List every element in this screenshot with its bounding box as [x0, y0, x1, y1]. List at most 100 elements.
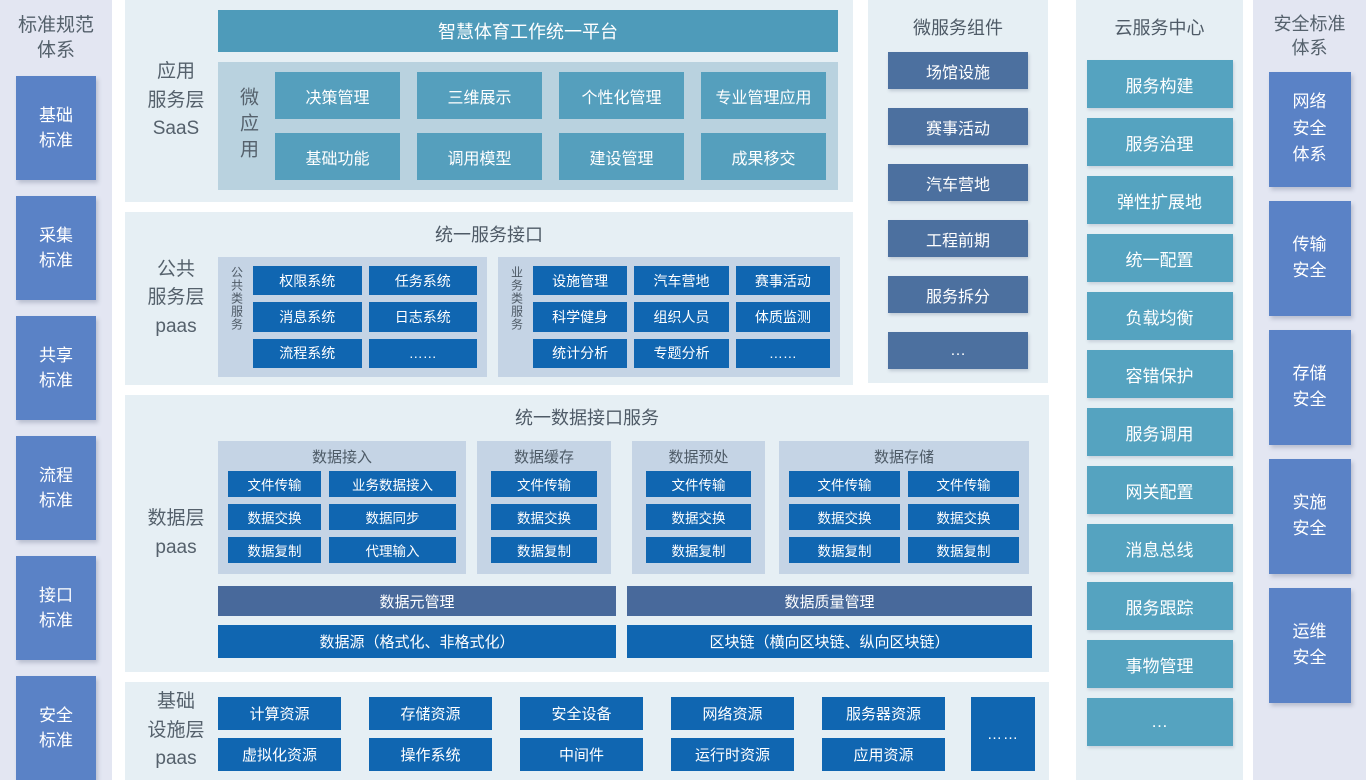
micro-app-item: 基础功能 [275, 133, 400, 180]
common-service-item: 消息系统 [253, 302, 362, 332]
data-access-item: 代理输入 [329, 537, 456, 563]
cloud-service-item: 服务构建 [1086, 60, 1233, 108]
data-access-item: 数据复制 [228, 537, 321, 563]
infrastructure-item: 网络资源 [671, 697, 794, 730]
data-source-bar: 数据源（格式化、非格式化） [218, 625, 616, 658]
cloud-service-item: … [1086, 698, 1233, 746]
security-standard-item: 存储 安全 [1268, 329, 1351, 445]
infrastructure-item: 存储资源 [369, 697, 492, 730]
infrastructure-item: 操作系统 [369, 738, 492, 771]
data-cache-grid: 文件传输数据交换数据复制 [487, 471, 601, 563]
data-cache-item: 数据复制 [491, 537, 597, 563]
business-service-item: 专题分析 [634, 338, 729, 368]
infrastructure-more-box: …… [971, 697, 1035, 771]
public-service-layer-section: 公共 服务层 paas 统一服务接口 公共类服务 权限系统任务系统消息系统日志系… [125, 212, 853, 385]
micro-app-grid: 决策管理三维展示个性化管理专业管理应用基础功能调用模型建设管理成果移交 [275, 72, 826, 180]
standard-item: 采集 标准 [16, 196, 96, 301]
data-storage-item: 数据交换 [908, 504, 1019, 530]
blockchain-bar: 区块链（横向区块链、纵向区块链） [627, 625, 1032, 658]
platform-title-bar: 智慧体育工作统一平台 [218, 10, 838, 52]
cloud-service-item: 服务跟踪 [1086, 582, 1233, 630]
microservice-item: 工程前期 [888, 220, 1028, 257]
security-standards-panel: 安全标准 体系 网络 安全 体系传输 安全存储 安全实施 安全运维 安全 [1253, 0, 1366, 780]
standard-item: 流程 标准 [16, 436, 96, 541]
data-storage-item: 文件传输 [789, 471, 900, 497]
microservice-item: 场馆设施 [888, 52, 1028, 89]
data-access-item: 文件传输 [228, 471, 321, 497]
business-service-item: 汽车营地 [634, 266, 729, 296]
cloud-service-item: 服务调用 [1086, 408, 1233, 456]
micro-app-item: 个性化管理 [559, 72, 684, 119]
data-preprocess-item: 数据复制 [646, 537, 751, 563]
public-services-row: 公共类服务 权限系统任务系统消息系统日志系统流程系统…… 业务类服务 设施管理汽… [218, 257, 840, 377]
standards-panel-title: 标准规范 体系 [17, 15, 94, 62]
data-groups-row: 数据接入 文件传输业务数据接入数据交换数据同步数据复制代理输入 数据缓存 文件传… [218, 441, 1049, 574]
data-layer-label: 数据层 paas [147, 508, 205, 558]
metadata-management-bar: 数据元管理 [218, 586, 616, 616]
standard-item: 接口 标准 [16, 556, 96, 661]
infrastructure-grid: 计算资源存储资源安全设备网络资源服务器资源虚拟化资源操作系统中间件运行时资源应用… [218, 697, 945, 771]
data-cache-item: 文件传输 [491, 471, 597, 497]
infrastructure-content: 计算资源存储资源安全设备网络资源服务器资源虚拟化资源操作系统中间件运行时资源应用… [218, 697, 1035, 771]
microservice-item: … [888, 332, 1028, 369]
cloud-center-list: 服务构建服务治理弹性扩展地统一配置负载均衡容错保护服务调用网关配置消息总线服务跟… [1076, 60, 1243, 746]
cloud-service-item: 服务治理 [1086, 118, 1233, 166]
business-service-item: 组织人员 [634, 302, 729, 332]
common-service-item: 任务系统 [368, 266, 477, 296]
data-storage-item: 数据复制 [908, 537, 1019, 563]
micro-app-item: 建设管理 [559, 133, 684, 180]
unified-data-interface-title: 统一数据接口服务 [515, 408, 659, 428]
microservices-title: 微服务组件 [913, 18, 1003, 38]
cloud-center-panel: 云服务中心 服务构建服务治理弹性扩展地统一配置负载均衡容错保护服务调用网关配置消… [1076, 0, 1243, 780]
micro-app-container: 微应用 决策管理三维展示个性化管理专业管理应用基础功能调用模型建设管理成果移交 [218, 62, 838, 190]
cloud-service-item: 统一配置 [1086, 234, 1233, 282]
common-service-item: 权限系统 [253, 266, 362, 296]
cloud-service-item: 消息总线 [1086, 524, 1233, 572]
micro-app-item: 专业管理应用 [701, 72, 826, 119]
saas-layer-section: 应用 服务层 SaaS 智慧体育工作统一平台 微应用 决策管理三维展示个性化管理… [125, 0, 853, 202]
common-service-item: 日志系统 [368, 302, 477, 332]
micro-app-item: 三维展示 [417, 72, 542, 119]
common-services-grid: 权限系统任务系统消息系统日志系统流程系统…… [253, 266, 477, 368]
microservices-list: 场馆设施赛事活动汽车营地工程前期服务拆分… [868, 52, 1048, 369]
business-service-item: 科学健身 [533, 302, 628, 332]
data-access-group-title: 数据接入 [311, 449, 372, 466]
security-standard-item: 运维 安全 [1268, 587, 1351, 703]
standard-item: 共享 标准 [16, 316, 96, 421]
standards-panel: 标准规范 体系 基础 标准采集 标准共享 标准流程 标准接口 标准安全 标准 [0, 0, 112, 780]
saas-content: 智慧体育工作统一平台 微应用 决策管理三维展示个性化管理专业管理应用基础功能调用… [218, 10, 838, 190]
cloud-service-item: 负载均衡 [1086, 292, 1233, 340]
data-preprocess-grid: 文件传输数据交换数据复制 [642, 471, 755, 563]
data-preprocess-item: 文件传输 [646, 471, 751, 497]
infrastructure-item: 计算资源 [218, 697, 341, 730]
data-layer-section: 数据层 paas 统一数据接口服务 数据接入 文件传输业务数据接入数据交换数据同… [125, 395, 1049, 672]
public-layer-label: 公共 服务层 paas [147, 258, 205, 337]
data-access-item: 数据交换 [228, 504, 321, 530]
security-standard-item: 实施 安全 [1268, 458, 1351, 574]
cloud-service-item: 网关配置 [1086, 466, 1233, 514]
infrastructure-item: 应用资源 [822, 738, 945, 771]
microservice-item: 汽车营地 [888, 164, 1028, 201]
business-service-item: 统计分析 [533, 338, 628, 368]
business-service-item: 体质监测 [735, 302, 830, 332]
security-standards-title: 安全标准 体系 [1273, 14, 1346, 58]
data-cache-item: 数据交换 [491, 504, 597, 530]
data-storage-item: 文件传输 [908, 471, 1019, 497]
unified-service-interface-title: 统一服务接口 [435, 225, 543, 245]
data-access-group: 数据接入 文件传输业务数据接入数据交换数据同步数据复制代理输入 [218, 441, 466, 574]
microservice-item: 赛事活动 [888, 108, 1028, 145]
data-storage-grid: 文件传输文件传输数据交换数据交换数据复制数据复制 [789, 471, 1019, 563]
cloud-center-title: 云服务中心 [1114, 18, 1205, 38]
business-service-item: 赛事活动 [735, 266, 830, 296]
business-service-item: 设施管理 [533, 266, 628, 296]
micro-app-item: 调用模型 [417, 133, 542, 180]
standard-item: 安全 标准 [16, 676, 96, 780]
data-quality-management-bar: 数据质量管理 [627, 586, 1032, 616]
infrastructure-layer-section: 基础 设施层 paas 计算资源存储资源安全设备网络资源服务器资源虚拟化资源操作… [125, 682, 1049, 780]
business-services-label: 业务类服务 [509, 266, 524, 331]
business-service-item: …… [735, 338, 830, 368]
data-preprocess-group: 数据预处 文件传输数据交换数据复制 [632, 441, 765, 574]
data-storage-group-title: 数据存储 [873, 449, 934, 466]
micro-app-label: 微应用 [237, 87, 258, 165]
data-preprocess-group-title: 数据预处 [668, 449, 729, 466]
